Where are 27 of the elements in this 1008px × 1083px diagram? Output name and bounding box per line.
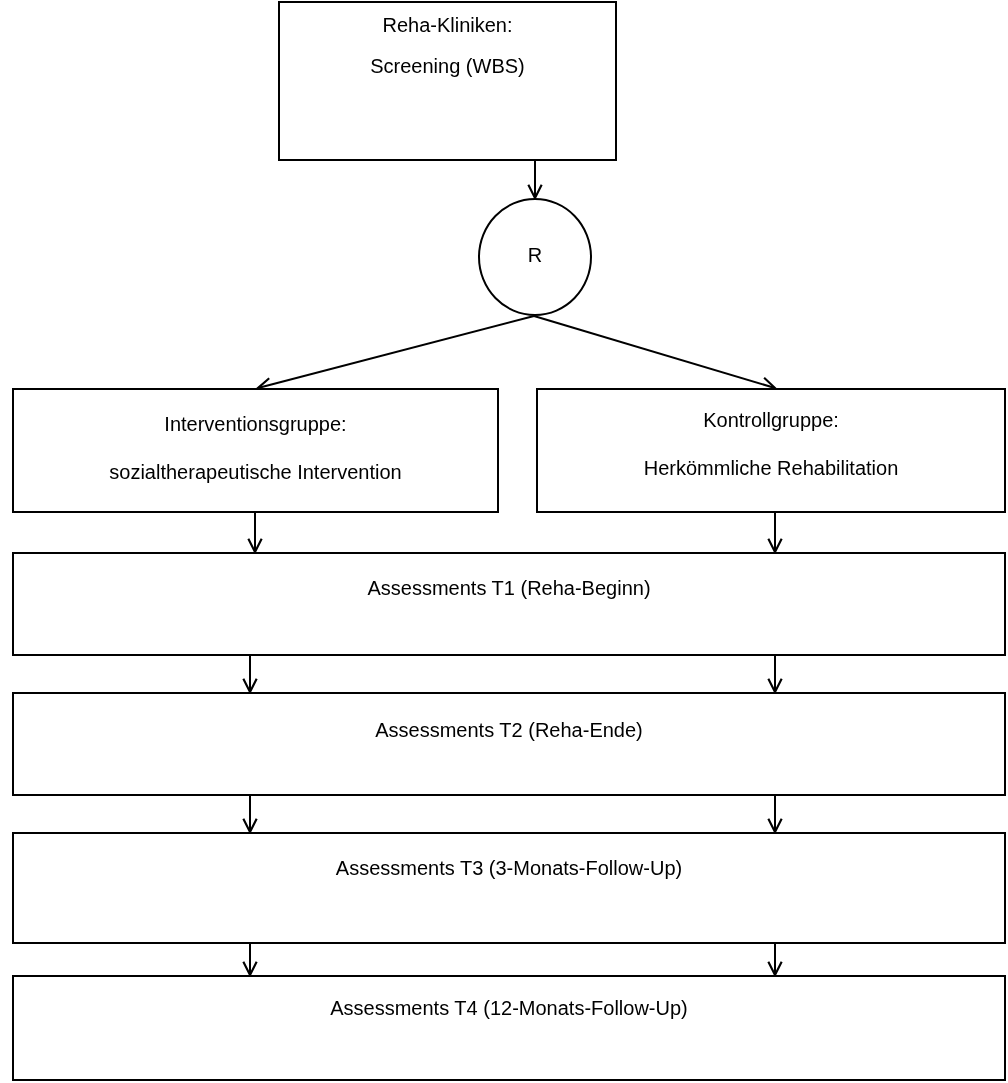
arrow	[242, 795, 258, 834]
arrow	[242, 943, 258, 977]
arrow	[767, 655, 783, 694]
box-text: Assessments T3 (3-Monats-Follow-Up)	[335, 856, 683, 880]
box-text: Assessments T1 (Reha-Beginn)	[367, 576, 651, 600]
process-box	[12, 832, 1006, 944]
process-box	[278, 1, 617, 161]
process-box	[12, 552, 1006, 656]
arrow	[527, 160, 543, 200]
arrow	[767, 795, 783, 834]
process-box	[12, 692, 1006, 796]
box-text: Herkömmliche Rehabilitation	[643, 456, 899, 480]
box-text: R	[527, 243, 543, 267]
box-heading: Kontrollgruppe:	[703, 408, 839, 432]
box-text: Assessments T2 (Reha-Ende)	[375, 718, 643, 742]
box-heading: Reha-Kliniken:	[382, 13, 513, 37]
arrow	[242, 655, 258, 694]
box-text: Assessments T4 (12-Monats-Follow-Up)	[330, 996, 688, 1020]
arrow	[767, 512, 783, 554]
process-box	[12, 388, 499, 513]
process-box	[12, 975, 1006, 1081]
arrow	[247, 512, 263, 554]
arrow	[767, 943, 783, 977]
process-box	[536, 388, 1006, 513]
box-text: Screening (WBS)	[370, 54, 525, 78]
box-heading: Interventionsgruppe:	[164, 412, 347, 436]
box-text: sozialtherapeutische Intervention	[109, 460, 402, 484]
